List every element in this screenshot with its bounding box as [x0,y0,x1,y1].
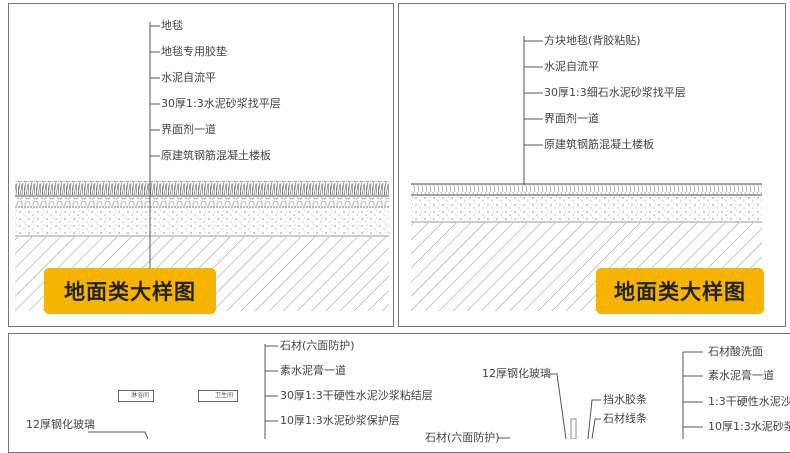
layer-label: 方块地毯(背胶粘贴) [544,34,641,47]
layer-label: 原建筑钢筋混凝土楼板 [544,138,654,151]
room-tag-bathroom: 卫生间 [198,390,238,402]
layer-label: 水泥自流平 [544,60,599,73]
layer-label: 地毯 [161,19,183,32]
finish-label: 1:3干硬性水泥沙 [708,395,790,408]
layer-label: 30厚1:3水泥砂浆找平层 [161,97,281,110]
finish-label: 石材酸洗面 [708,345,763,358]
layer-label: 界面剂一道 [544,112,599,125]
layer-label: 界面剂一道 [161,123,216,136]
layer-label: 原建筑钢筋混凝土楼板 [161,149,271,162]
strip-label: 挡水胶条 [603,393,647,406]
stone-label: 30厚1:3干硬性水泥沙浆粘结层 [280,389,433,402]
room-tag-shower: 淋浴间 [118,390,154,402]
layer-label: 地毯专用胶垫 [161,45,227,58]
finish-label: 素水泥膏一道 [708,369,774,382]
stone-label: 素水泥膏一道 [280,364,346,377]
section-drawing [15,22,762,439]
bathroom-detail-panel [8,333,790,453]
layer-label: 30厚1:3细石水泥砂浆找平层 [544,86,686,99]
glass-label: 12厚钢化玻璃 [26,418,95,431]
stone-label: 石材(六面防护) [425,431,500,444]
bottom-leaders [88,344,703,439]
stone-label: 石材(六面防护) [280,339,355,352]
finish-label: 10厚1:3水泥砂浆 [708,420,790,433]
layer-label: 水泥自流平 [161,71,216,84]
glass-label: 12厚钢化玻璃 [482,367,551,380]
title-badge: 地面类大样图 [596,268,764,314]
strip-label: 石材线条 [603,412,647,425]
title-badge: 地面类大样图 [44,268,216,314]
stone-label: 10厚1:3水泥砂浆保护层 [280,414,400,427]
